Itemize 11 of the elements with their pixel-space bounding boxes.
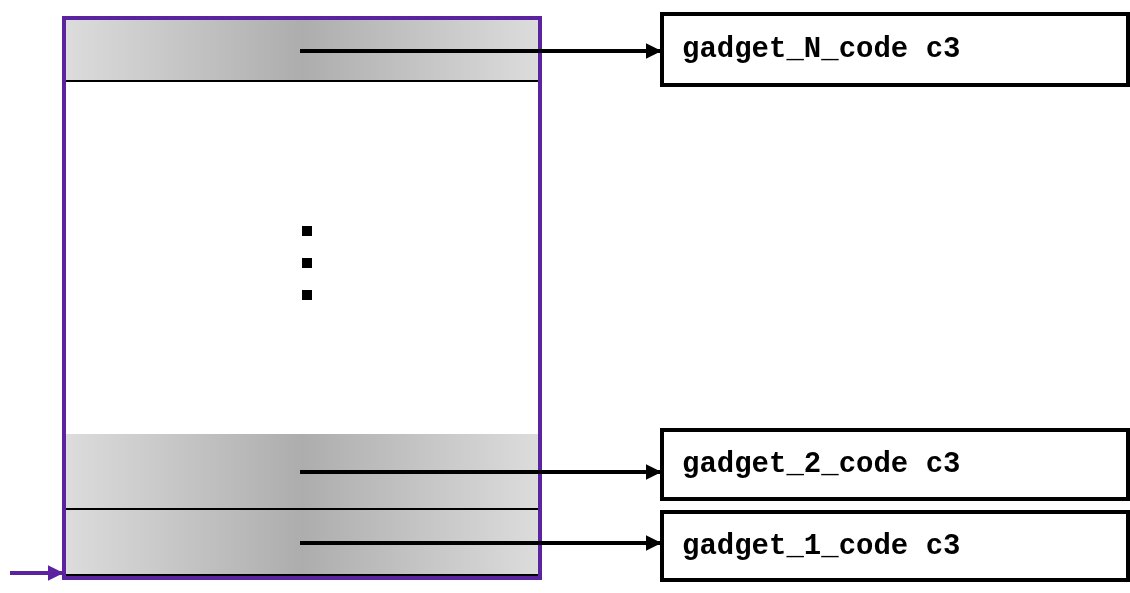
stack-slot xyxy=(66,434,538,510)
code-box: gadget_2_code c3 xyxy=(660,428,1130,501)
arrow xyxy=(300,464,662,480)
arrow xyxy=(300,43,662,59)
stack-slot xyxy=(66,20,538,82)
arrow xyxy=(10,565,64,581)
code-box: gadget_N_code c3 xyxy=(660,12,1130,87)
stack-slot xyxy=(66,510,538,576)
code-box: gadget_1_code c3 xyxy=(660,510,1130,582)
arrow xyxy=(300,535,662,551)
stack-frame xyxy=(62,16,542,580)
